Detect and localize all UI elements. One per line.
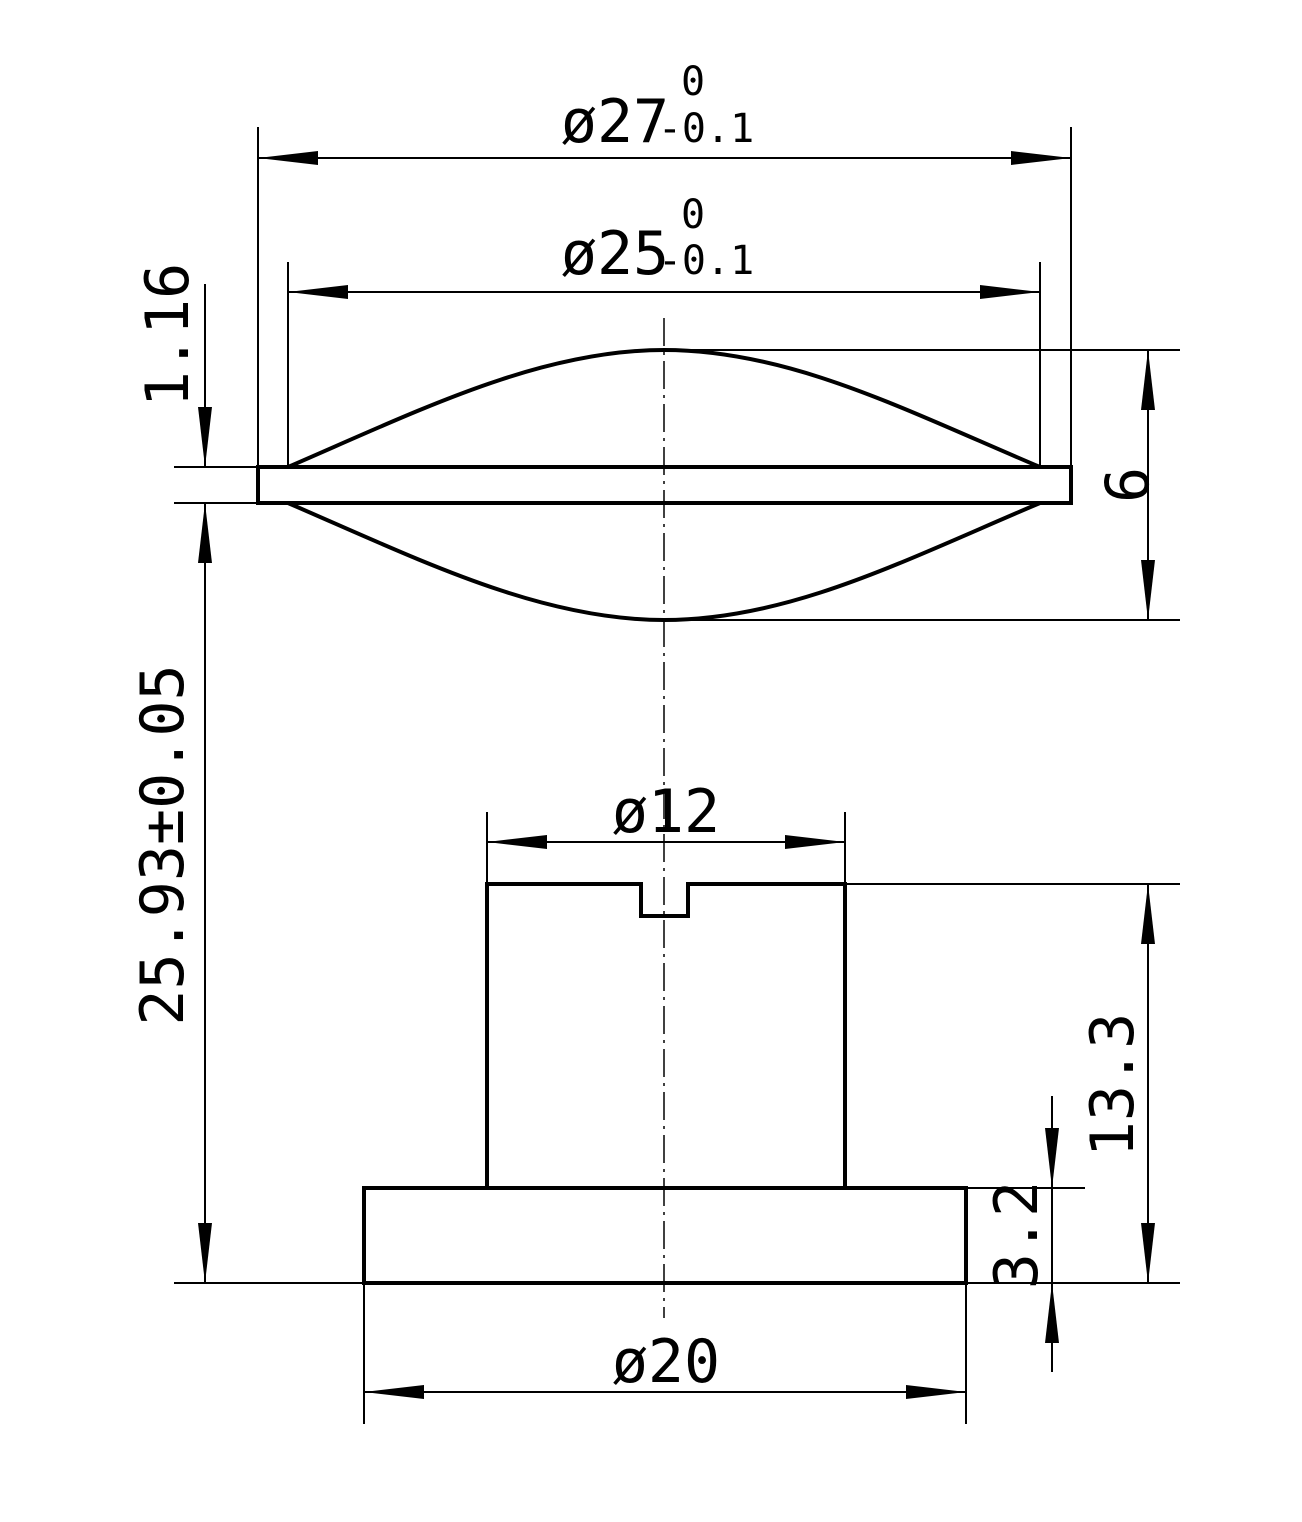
dim-text: 3.2 xyxy=(982,1181,1052,1289)
dim-text: ø25 xyxy=(561,219,669,289)
arrow xyxy=(785,835,845,849)
arrow xyxy=(906,1385,966,1399)
dim-text: ø27 xyxy=(561,87,669,157)
dim-text: 13.3 xyxy=(1078,1013,1148,1158)
dim-lens-outer-diameter: ø27 0 -0.1 xyxy=(257,59,1072,467)
dim-text: 1.16 xyxy=(133,263,203,408)
arrow xyxy=(198,1223,212,1283)
arrow xyxy=(1045,1128,1059,1188)
holder-boss xyxy=(485,882,847,1188)
dim-boss-diameter: ø12 xyxy=(486,777,846,884)
arrow xyxy=(1011,151,1071,165)
dim-upper-tol: 0 xyxy=(681,59,705,105)
dim-text: 9 xyxy=(1090,467,1160,503)
holder-base xyxy=(362,1186,968,1285)
dim-boss-height: 13.3 xyxy=(845,883,1180,1284)
arrow xyxy=(364,1385,424,1399)
arrow xyxy=(487,835,547,849)
arrow xyxy=(1045,1283,1059,1343)
arrow xyxy=(1141,1223,1155,1283)
dim-text: ø20 xyxy=(612,1327,720,1397)
arrow xyxy=(1141,350,1155,410)
dim-base-diameter: ø20 xyxy=(363,1283,967,1424)
dim-text: ø12 xyxy=(612,777,720,847)
arrow xyxy=(198,407,212,467)
dim-total-distance: 25.93±0.05 xyxy=(128,503,364,1284)
dim-upper-tol: 0 xyxy=(681,192,705,238)
dim-lens-height: 9 xyxy=(664,349,1180,621)
arrow xyxy=(980,285,1040,299)
arrow xyxy=(258,151,318,165)
dim-lower-tol: -0.1 xyxy=(658,238,754,284)
dim-base-thickness: 3.2 xyxy=(966,1096,1085,1372)
arrow xyxy=(288,285,348,299)
dim-lower-tol: -0.1 xyxy=(658,106,754,152)
holder-part xyxy=(362,882,968,1285)
dim-flange-thickness: 1.16 xyxy=(133,263,258,563)
arrow xyxy=(1141,884,1155,944)
dim-lens-inner-diameter: ø25 0 -0.1 xyxy=(287,192,1041,467)
dim-text: 25.93±0.05 xyxy=(128,664,198,1025)
arrow xyxy=(1141,560,1155,620)
